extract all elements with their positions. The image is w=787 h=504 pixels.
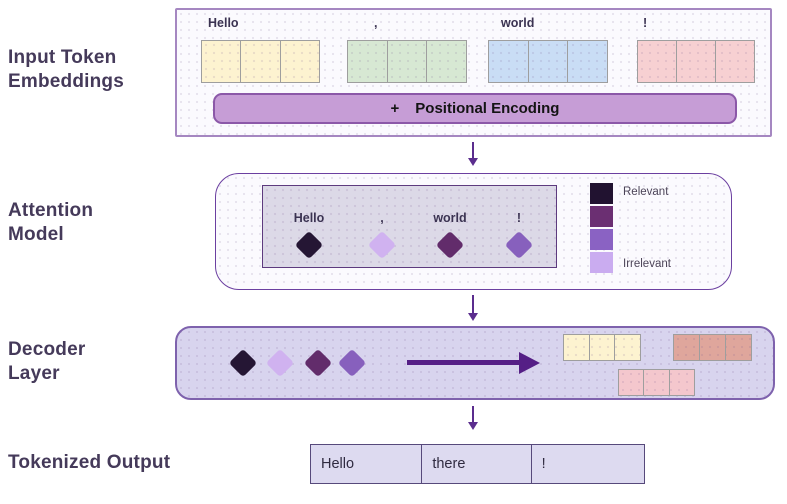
embedding-strip-world [488,40,608,83]
flow-arrow-head-icon [468,158,478,166]
attention-token-label-hello: Hello [293,211,325,225]
embedding-cell [674,335,700,360]
embedding-cell [726,335,751,360]
embedding-cell [615,335,640,360]
section-label-decoder-layer: Decoder Layer [8,339,86,384]
decoder-strip-salmon [673,334,752,361]
input-token-label-world: world [501,16,535,30]
decoder-strip-yellow [563,334,641,361]
flow-arrow-line [472,406,474,423]
legend-swatch-light [590,252,613,273]
embedding-strip-comma [347,40,467,83]
positional-encoding-label: Positional Encoding [415,100,560,117]
output-cell-there: there [422,445,532,483]
attention-token-label-comma: , [380,211,384,225]
legend-swatch-darkest [590,183,613,204]
embedding-cell [644,370,670,395]
attention-token-label-world: world [433,211,467,225]
output-cell-hello: Hello [311,445,423,483]
attention-token-label-exclamation: ! [516,211,522,225]
section-label-tokenized-output: Tokenized Output [8,452,171,473]
embedding-cell [348,41,388,82]
embedding-cell [700,335,726,360]
positional-encoding-bar: + Positional Encoding [213,93,737,124]
section-label-input-token-embeddings: Input Token Embeddings [8,47,125,92]
decoder-arrow-head-icon [519,352,540,374]
embedding-cell [241,41,281,82]
embedding-cell [564,335,590,360]
legend-swatch-dark [590,206,613,227]
embedding-strip-exclamation [637,40,755,83]
decoder-arrow-line [407,360,519,365]
tokenized-output-table: Hello there ! [310,444,645,484]
plus-sign: + [390,100,400,117]
legend-label-relevant: Relevant [623,186,669,198]
legend-label-irrelevant: Irrelevant [623,258,671,270]
flow-arrow-line [472,142,474,159]
embedding-cell [489,41,529,82]
embedding-cell [388,41,428,82]
embedding-cell [427,41,466,82]
embedding-cell [670,370,694,395]
embedding-cell [281,41,319,82]
embedding-cell [202,41,242,82]
flow-arrow-head-icon [468,422,478,430]
flow-arrow-line [472,295,474,314]
section-label-attention-model: Attention Model [8,200,94,245]
embedding-cell [568,41,607,82]
embedding-cell [619,370,645,395]
embedding-cell [590,335,616,360]
embedding-cell [529,41,569,82]
input-token-label-exclamation: ! [643,16,648,30]
embedding-cell [716,41,754,82]
embedding-cell [638,41,677,82]
embedding-strip-hello [201,40,320,83]
input-token-label-hello: Hello [208,16,239,30]
legend-swatch-medium [590,229,613,250]
output-cell-exclamation: ! [541,456,546,472]
decoder-strip-pink [618,369,695,396]
flow-arrow-head-icon [468,313,478,321]
embedding-cell [677,41,716,82]
input-token-label-comma: , [374,16,378,30]
